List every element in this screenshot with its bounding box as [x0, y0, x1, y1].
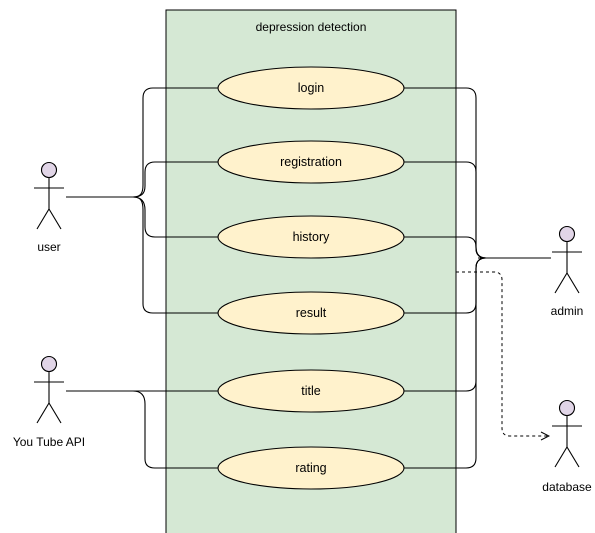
actor-user: user: [34, 161, 64, 254]
user-registration-link: [132, 161, 219, 198]
usecase-rating-ellipse: [217, 446, 405, 490]
rating-admin-link: [404, 257, 487, 469]
actor-user-label: user: [37, 240, 60, 254]
actor-admin-label: admin: [551, 304, 584, 318]
usecase-history-ellipse: [217, 215, 405, 259]
system-title: depression detection: [256, 20, 367, 34]
admin-connectors: [404, 87, 551, 469]
actor-youtube-api-label: You Tube API: [13, 435, 85, 449]
database-dependency-arrow: [456, 271, 549, 436]
usecase-rating: rating: [217, 446, 405, 490]
usecase-login-label: login: [298, 81, 324, 95]
usecase-title-label: title: [301, 384, 321, 398]
usecase-registration-label: registration: [280, 155, 342, 169]
usecase-registration-ellipse: [217, 140, 405, 184]
user-connectors: [66, 87, 219, 314]
youtube-rating-link: [132, 390, 219, 469]
usecase-history-label: history: [293, 230, 331, 244]
usecase-registration: registration: [217, 140, 405, 184]
stick-figure-icon: [34, 355, 64, 424]
usecase-login-ellipse: [217, 66, 405, 110]
usecase-history: history: [217, 215, 405, 259]
stick-figure-icon: [552, 399, 582, 468]
stick-figure-icon: [552, 225, 582, 294]
actor-database-label: database: [542, 480, 592, 494]
usecase-result-label: result: [296, 306, 327, 320]
actor-youtube-api: You Tube API: [13, 355, 85, 449]
usecase-result: result: [217, 291, 405, 335]
actor-admin: admin: [551, 225, 584, 318]
actor-database: database: [542, 399, 592, 494]
user-result-link: [132, 196, 219, 314]
usecase-login: login: [217, 66, 405, 110]
stick-figure-icon: [34, 161, 64, 230]
usecase-title: title: [217, 369, 405, 413]
youtube-connectors: [66, 390, 219, 469]
usecase-title-ellipse: [217, 369, 405, 413]
usecase-rating-label: rating: [295, 461, 326, 475]
usecase-result-ellipse: [217, 291, 405, 335]
history-admin-link: [404, 236, 487, 259]
